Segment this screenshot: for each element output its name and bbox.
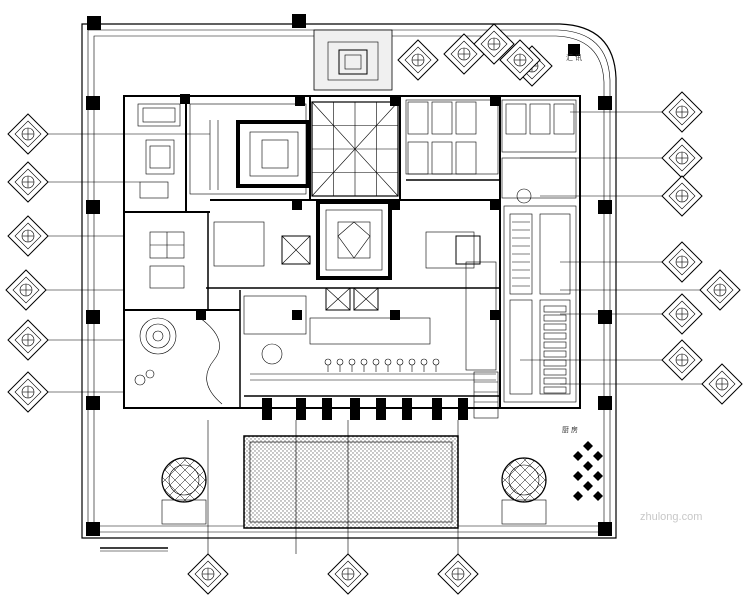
facade-pier bbox=[322, 398, 332, 420]
paving-diamond bbox=[593, 471, 603, 481]
structural-columns bbox=[86, 14, 612, 536]
callout-diamond-inner bbox=[12, 276, 40, 304]
side-note-label: 汇 讯 bbox=[566, 54, 582, 62]
reflecting-pool bbox=[243, 435, 459, 529]
callout-diamond-inner bbox=[194, 560, 222, 588]
kitchen-fixtures bbox=[512, 221, 567, 394]
skylight-feature bbox=[313, 29, 393, 91]
paving-diamond bbox=[573, 491, 583, 501]
bar-stool bbox=[396, 358, 404, 366]
bar-stool bbox=[372, 358, 380, 366]
kitchen-unit bbox=[543, 323, 567, 331]
paving-diamond bbox=[583, 441, 593, 451]
leader-lines bbox=[46, 111, 702, 554]
paving-diamond bbox=[593, 451, 603, 461]
central-core bbox=[316, 200, 392, 280]
callout-symbols bbox=[5, 23, 743, 595]
atrium-diagonal bbox=[311, 101, 399, 197]
kitchen-unit bbox=[543, 377, 567, 385]
callout-diamond-inner bbox=[706, 276, 734, 304]
bar-stool bbox=[324, 358, 332, 366]
callout-diamond-inner bbox=[668, 98, 696, 126]
bar-stool bbox=[420, 358, 428, 366]
paving-diamonds bbox=[573, 441, 603, 501]
kitchen-unit bbox=[543, 350, 567, 358]
callout-diamond-inner bbox=[444, 560, 472, 588]
kitchen-unit bbox=[543, 332, 567, 340]
meeting-room bbox=[189, 103, 310, 195]
paving-diamond bbox=[573, 451, 583, 461]
facade-pier bbox=[262, 398, 272, 420]
facade-pier bbox=[350, 398, 360, 420]
round-planters bbox=[161, 457, 547, 525]
facade-pier bbox=[458, 398, 468, 420]
facade-pier bbox=[296, 398, 306, 420]
bar-stool bbox=[432, 358, 440, 366]
watermark: zhulong.com bbox=[640, 511, 702, 523]
callout-diamond-inner bbox=[334, 560, 362, 588]
kitchen-label: 厨 房 bbox=[562, 425, 578, 434]
callout-diamond-inner bbox=[14, 120, 42, 148]
paving-diamond bbox=[593, 491, 603, 501]
lounge-furniture bbox=[137, 103, 181, 199]
bar-stools bbox=[324, 358, 440, 372]
callout-diamond-inner bbox=[668, 300, 696, 328]
paving-diamond bbox=[583, 461, 593, 471]
callout-diamond-inner bbox=[668, 346, 696, 374]
kitchen-unit bbox=[543, 386, 567, 394]
interior-walls bbox=[123, 95, 581, 409]
drawing-title-bar bbox=[100, 547, 168, 552]
callout-diamond-inner bbox=[14, 222, 42, 250]
callout-diamond-inner bbox=[708, 370, 736, 398]
kitchen-unit bbox=[543, 314, 567, 322]
elevator-cores bbox=[213, 221, 481, 311]
bar-stool bbox=[360, 358, 368, 366]
callout-diamond-inner bbox=[14, 168, 42, 196]
paving-diamond bbox=[573, 471, 583, 481]
kitchen-unit bbox=[543, 368, 567, 376]
facade-piers bbox=[244, 395, 500, 420]
lobby-bar bbox=[243, 295, 496, 381]
bar-stool bbox=[408, 358, 416, 366]
callout-diamond-inner bbox=[404, 46, 432, 74]
facade-pier bbox=[432, 398, 442, 420]
kitchen-unit bbox=[543, 359, 567, 367]
facade-pier bbox=[402, 398, 412, 420]
outer-envelope bbox=[81, 23, 617, 539]
callout-diamond-inner bbox=[668, 248, 696, 276]
callout-diamond-inner bbox=[480, 30, 508, 58]
bar-stool bbox=[336, 358, 344, 366]
atrium-grid bbox=[311, 101, 399, 197]
callout-diamond-inner bbox=[450, 40, 478, 68]
restroom-block bbox=[405, 99, 577, 204]
callout-diamond-inner bbox=[668, 182, 696, 210]
callout-diamond-inner bbox=[14, 378, 42, 406]
kitchen-block bbox=[465, 205, 577, 419]
bar-stool bbox=[348, 358, 356, 366]
suite-furniture bbox=[134, 231, 223, 405]
kitchen-unit bbox=[543, 341, 567, 349]
callout-diamond-inner bbox=[14, 326, 42, 354]
callout-diamond-inner bbox=[668, 144, 696, 172]
bar-stool bbox=[384, 358, 392, 366]
facade-pier bbox=[376, 398, 386, 420]
paving-diamond bbox=[583, 481, 593, 491]
callout-diamond-inner bbox=[506, 46, 534, 74]
kitchen-unit bbox=[543, 305, 567, 313]
